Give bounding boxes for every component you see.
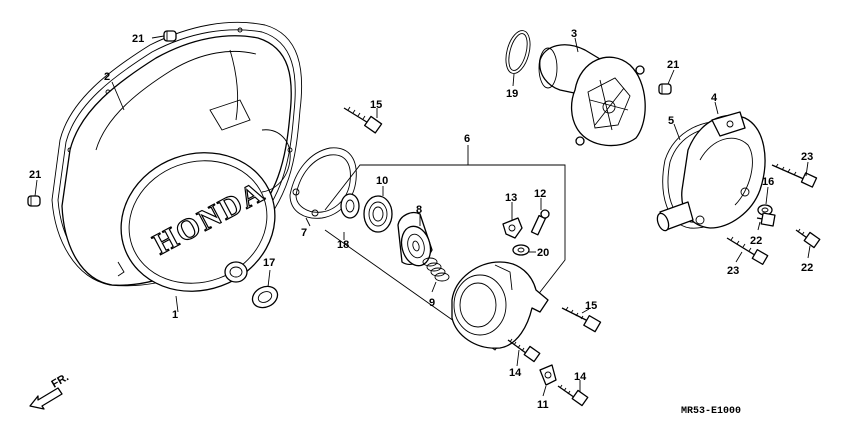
callout-23: 23 (801, 151, 813, 163)
callout-13: 13 (505, 192, 517, 204)
callout-5: 5 (668, 115, 674, 127)
dowel-pin-part-21-right (658, 83, 672, 95)
bolt-part-22-left (756, 212, 776, 227)
dowel-pin-part-21-left (27, 195, 41, 207)
leader-lines (34, 35, 811, 397)
hose-clip-part-13 (502, 217, 523, 239)
callout-labels: 21 2 21 1 17 15 6 7 18 10 8 9 13 12 20 1… (29, 28, 813, 411)
callout-7: 7 (301, 227, 307, 239)
callout-12: 12 (534, 188, 546, 200)
callout-15: 15 (370, 99, 382, 111)
bolt-part-23-bottom (726, 236, 769, 265)
callout-2: 2 (104, 71, 110, 83)
callout-21: 21 (29, 169, 41, 181)
mechanical-seal-part-10 (363, 195, 393, 233)
callout-22: 22 (750, 235, 762, 247)
diagram-code: MR53-E1000 (681, 406, 741, 417)
oil-seal-part-18 (340, 193, 360, 219)
front-label: FR. (50, 371, 71, 390)
spring-part-9 (422, 257, 450, 282)
callout-14: 14 (574, 371, 587, 383)
dowel-pin-part-21-top (163, 30, 177, 42)
callout-1: 1 (172, 309, 178, 321)
callout-4: 4 (711, 92, 718, 104)
callout-19: 19 (506, 88, 518, 100)
assembly-bracket-6 (324, 164, 566, 351)
callout-3: 3 (571, 28, 577, 40)
callout-14: 14 (509, 367, 522, 379)
callout-21: 21 (667, 59, 679, 71)
pump-gasket-part-7 (289, 147, 357, 219)
front-arrow-icon (29, 387, 63, 410)
bolt-part-15-bottom (561, 306, 602, 333)
callout-16: 16 (762, 176, 774, 188)
callout-9: 9 (429, 297, 435, 309)
crankcase-cover-part-1: HONDA (61, 35, 292, 292)
bolt-part-14-left (507, 338, 541, 363)
bolt-part-14-right (557, 384, 589, 407)
o-ring-part-19 (505, 30, 531, 74)
callout-22: 22 (801, 262, 813, 274)
callout-11: 11 (537, 399, 549, 411)
impeller-part-8 (397, 211, 433, 267)
callout-18: 18 (337, 239, 349, 251)
water-pump-body-part-3 (538, 44, 646, 147)
bolt-part-22-right (795, 228, 821, 249)
callout-21: 21 (132, 33, 144, 45)
bracket-part-11 (539, 364, 557, 386)
washer-part-20 (512, 244, 530, 256)
oil-seal-part-17 (251, 285, 279, 309)
callout-6: 6 (464, 133, 470, 145)
callout-20: 20 (537, 247, 549, 259)
pump-housing-part-6 (451, 261, 549, 349)
bleed-bolt-part-12 (530, 209, 550, 236)
callout-10: 10 (376, 175, 388, 187)
pump-cover-part-4 (656, 111, 766, 232)
callout-23: 23 (727, 265, 739, 277)
bolt-part-23-top (771, 163, 818, 188)
callout-15: 15 (585, 300, 597, 312)
bolt-part-15-top (343, 106, 383, 134)
front-direction-indicator: FR. (29, 371, 71, 410)
callout-8: 8 (416, 204, 422, 216)
callout-17: 17 (263, 257, 275, 269)
